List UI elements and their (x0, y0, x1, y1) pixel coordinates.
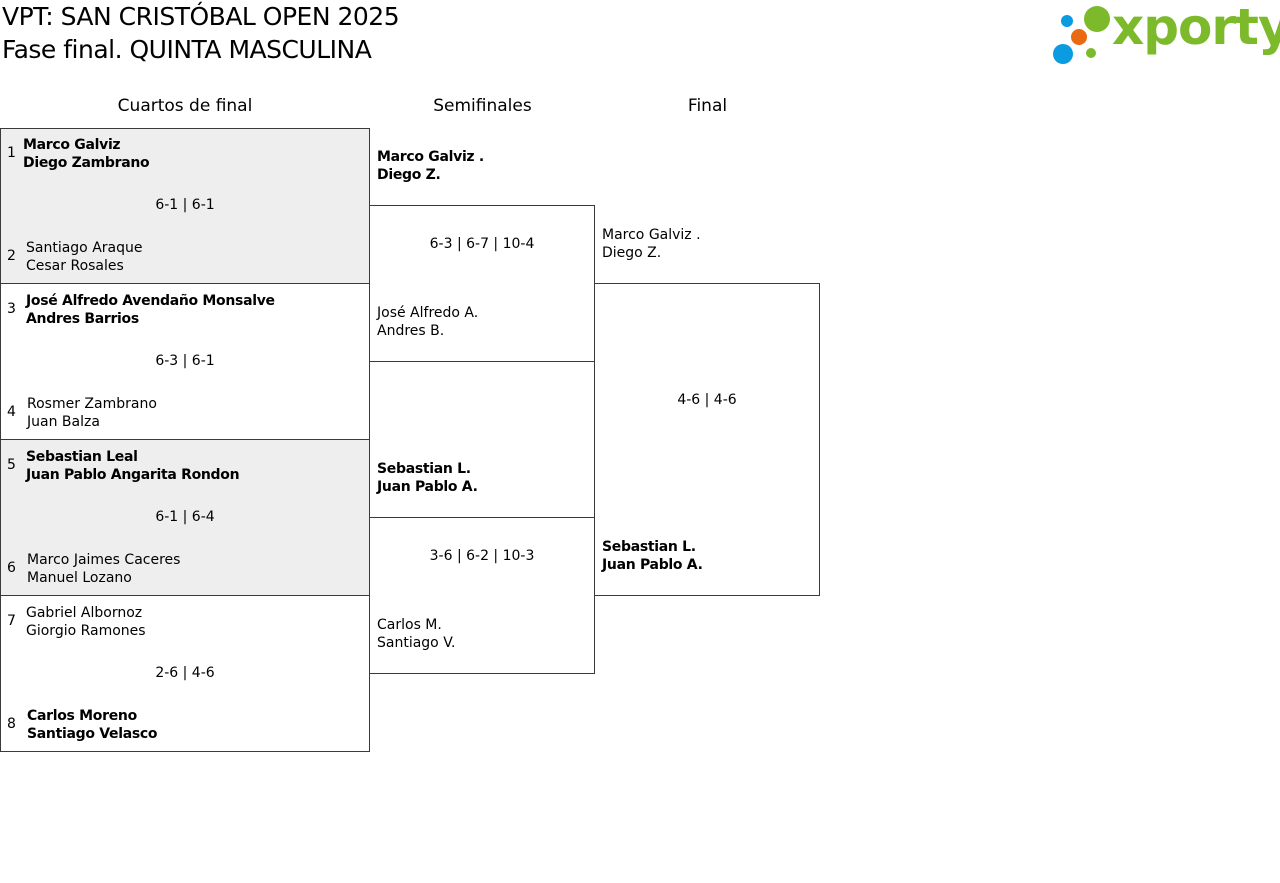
team-name: Carlos M. Santiago V. (377, 616, 455, 652)
team-name: José Alfredo Avendaño Monsalve Andres Ba… (26, 292, 275, 328)
match-score: 6-1 | 6-4 (155, 509, 215, 525)
player-name: Juan Pablo A. (377, 479, 478, 495)
match-score: 2-6 | 4-6 (155, 665, 215, 681)
player-name: Juan Pablo Angarita Rondon (26, 467, 240, 483)
player-name: Diego Z. (602, 245, 662, 261)
logo-dot-blue-large (1053, 44, 1073, 64)
player-name: Andres B. (377, 323, 445, 339)
player-name: Marco Galviz . (602, 227, 701, 243)
player-name: Rosmer Zambrano (27, 396, 157, 412)
logo-dot-green-small (1086, 48, 1096, 58)
player-name: Giorgio Ramones (26, 623, 146, 639)
player-name: Sebastian Leal (26, 449, 138, 465)
round-header-final: Final (687, 96, 728, 116)
player-name: Sebastian L. (377, 461, 471, 477)
seed-number: 4 (7, 404, 16, 420)
team-name: Marco Galviz . Diego Z. (602, 226, 701, 262)
player-name: Marco Galviz . (377, 149, 484, 165)
page-subtitle: Fase final. QUINTA MASCULINA (2, 35, 372, 64)
player-name: José Alfredo Avendaño Monsalve (26, 293, 275, 309)
team-name: Sebastian Leal Juan Pablo Angarita Rondo… (26, 448, 240, 484)
team-name: Sebastian L. Juan Pablo A. (602, 538, 703, 574)
seed-number: 8 (7, 716, 16, 732)
match-score: 6-3 | 6-7 | 10-4 (429, 236, 535, 252)
team-name: Gabriel Albornoz Giorgio Ramones (26, 604, 146, 640)
player-name: Sebastian L. (602, 539, 696, 555)
player-name: Juan Balza (27, 414, 100, 430)
seed-number: 3 (7, 301, 16, 317)
team-name: José Alfredo A. Andres B. (377, 304, 478, 340)
logo-dot-blue (1061, 15, 1073, 27)
logo-wordmark: xporty (1112, 0, 1280, 56)
player-name: Santiago Araque (26, 240, 143, 256)
player-name: Juan Pablo A. (602, 557, 703, 573)
player-name: Manuel Lozano (27, 570, 132, 586)
player-name: Diego Z. (377, 167, 441, 183)
match-score: 6-1 | 6-1 (155, 197, 215, 213)
xporty-logo: xporty (1050, 0, 1280, 66)
team-name: Rosmer Zambrano Juan Balza (27, 395, 157, 431)
seed-number: 6 (7, 560, 16, 576)
round-header-quarterfinals: Cuartos de final (117, 96, 253, 116)
team-name: Marco Galviz Diego Zambrano (23, 136, 150, 172)
team-name: Carlos Moreno Santiago Velasco (27, 707, 158, 743)
final-match (594, 283, 820, 596)
player-name: Marco Galviz (23, 137, 121, 153)
player-name: Carlos M. (377, 617, 442, 633)
team-name: Sebastian L. Juan Pablo A. (377, 460, 478, 496)
player-name: Cesar Rosales (26, 258, 124, 274)
seed-number: 5 (7, 457, 16, 473)
player-name: Andres Barrios (26, 311, 139, 327)
team-name: Marco Jaimes Caceres Manuel Lozano (27, 551, 180, 587)
seed-number: 1 (7, 145, 16, 161)
team-name: Marco Galviz . Diego Z. (377, 148, 484, 184)
player-name: Carlos Moreno (27, 708, 137, 724)
logo-dot-orange (1071, 29, 1087, 45)
round-header-semifinals: Semifinales (433, 96, 532, 116)
match-score: 3-6 | 6-2 | 10-3 (429, 548, 535, 564)
match-score: 6-3 | 6-1 (155, 353, 215, 369)
logo-dot-green-large (1084, 6, 1110, 32)
player-name: José Alfredo A. (377, 305, 479, 321)
seed-number: 2 (7, 248, 16, 264)
qf-match-1 (0, 128, 370, 284)
qf-match-3 (0, 439, 370, 596)
player-name: Marco Jaimes Caceres (27, 552, 181, 568)
player-name: Gabriel Albornoz (26, 605, 143, 621)
seed-number: 7 (7, 613, 16, 629)
player-name: Santiago V. (377, 635, 456, 651)
team-name: Santiago Araque Cesar Rosales (26, 239, 142, 275)
player-name: Diego Zambrano (23, 155, 150, 171)
player-name: Santiago Velasco (27, 726, 158, 742)
match-score: 4-6 | 4-6 (677, 392, 737, 408)
page-title: VPT: SAN CRISTÓBAL OPEN 2025 (2, 2, 400, 31)
